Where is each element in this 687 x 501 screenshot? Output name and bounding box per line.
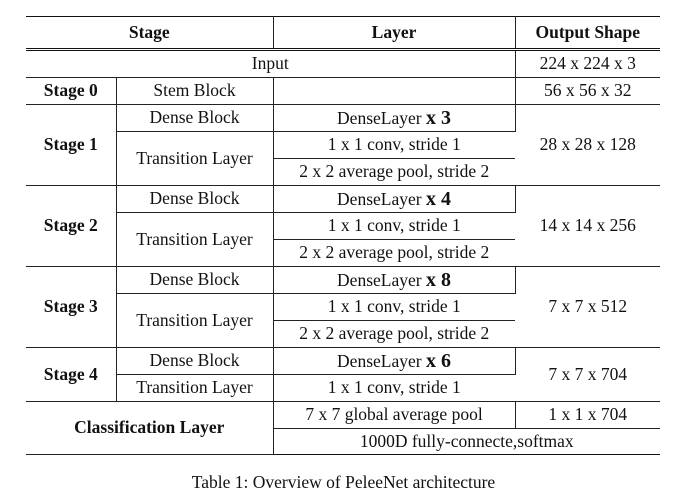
stage0-row: Stage 0 Stem Block 56 x 56 x 32: [26, 77, 661, 105]
stage2-conv: 1 x 1 conv, stride 1: [273, 212, 516, 240]
stage3-dense-multiplier: x 8: [425, 269, 451, 291]
classification-fc-row: 1000D fully-connecte,softmax: [26, 428, 661, 455]
stage4-dense-layer: DenseLayer x 6: [273, 347, 516, 375]
stage1-dense-block: Dense Block: [116, 104, 274, 132]
header-stage: Stage: [26, 16, 274, 51]
stage4-output: 7 x 7 x 704: [515, 347, 661, 402]
stage1-conv: 1 x 1 conv, stride 1: [273, 131, 516, 159]
stage4-dense-block: Dense Block: [116, 347, 274, 375]
stage0-layer: [273, 77, 516, 105]
stage3-transition-pool-row: 2 x 2 average pool, stride 2: [26, 320, 660, 348]
stage2-dense-block: Dense Block: [116, 185, 274, 213]
stage3-dense-layer-label: DenseLayer: [337, 270, 422, 290]
stage3-dense-layer: DenseLayer x 8: [273, 266, 516, 294]
stage3-transition-conv-row: Transition Layer 1 x 1 conv, stride 1: [26, 293, 660, 348]
stage1-name: Stage 1: [26, 104, 117, 186]
classification-pool: 7 x 7 global average pool: [273, 401, 516, 429]
stage2-transition-conv-row: Transition Layer 1 x 1 conv, stride 1: [26, 212, 660, 267]
stage3-pool: 2 x 2 average pool, stride 2: [273, 320, 516, 348]
stage0-name: Stage 0: [26, 77, 117, 105]
stage3-dense-row: Stage 3 Dense Block DenseLayer x 8 7 x 7…: [26, 266, 661, 348]
input-row: Input 224 x 224 x 3: [26, 49, 661, 78]
classification-pool-output: 1 x 1 x 704: [515, 401, 661, 429]
stage2-dense-layer: DenseLayer x 4: [273, 185, 516, 213]
stage1-transition-pool-row: 2 x 2 average pool, stride 2: [26, 158, 660, 186]
stage3-transition: Transition Layer: [116, 293, 274, 348]
stage3-conv: 1 x 1 conv, stride 1: [273, 293, 516, 321]
stage0-block: Stem Block: [116, 77, 274, 105]
stage2-dense-multiplier: x 4: [425, 188, 451, 210]
stage3-output: 7 x 7 x 512: [515, 266, 661, 348]
stage1-dense-layer: DenseLayer x 3: [273, 104, 516, 132]
input-output: 224 x 224 x 3: [515, 49, 661, 78]
stage4-dense-layer-label: DenseLayer: [337, 351, 422, 371]
stage2-pool: 2 x 2 average pool, stride 2: [273, 239, 516, 267]
stage4-name: Stage 4: [26, 347, 117, 402]
header-output-shape: Output Shape: [515, 16, 661, 51]
stage4-transition: Transition Layer: [116, 374, 274, 402]
header-row: Stage Layer Output Shape: [26, 16, 661, 51]
stage1-output: 28 x 28 x 128: [515, 104, 661, 186]
classification-name: Classification Layer: [26, 401, 274, 455]
stage2-name: Stage 2: [26, 185, 117, 267]
stage4-dense-row: Stage 4 Dense Block DenseLayer x 6 7 x 7…: [26, 347, 661, 402]
stage1-pool: 2 x 2 average pool, stride 2: [273, 158, 516, 186]
stage3-name: Stage 3: [26, 266, 117, 348]
stage1-transition-conv-row: Transition Layer 1 x 1 conv, stride 1: [26, 131, 660, 186]
table-caption: Table 1: Overview of PeleeNet architectu…: [191, 472, 496, 492]
header-layer: Layer: [273, 16, 516, 51]
stage4-dense-multiplier: x 6: [425, 350, 451, 372]
stage1-transition: Transition Layer: [116, 131, 274, 186]
stage2-output: 14 x 14 x 256: [515, 185, 661, 267]
stage1-dense-layer-label: DenseLayer: [337, 108, 422, 128]
stage2-transition: Transition Layer: [116, 212, 274, 267]
stage1-dense-row: Stage 1 Dense Block DenseLayer x 3 28 x …: [26, 104, 661, 186]
stage2-dense-layer-label: DenseLayer: [337, 189, 422, 209]
stage4-transition-row: Transition Layer 1 x 1 conv, stride 1: [26, 374, 660, 402]
stage1-dense-multiplier: x 3: [425, 107, 451, 129]
stage0-output: 56 x 56 x 32: [515, 77, 661, 105]
stage2-dense-row: Stage 2 Dense Block DenseLayer x 4 14 x …: [26, 185, 661, 267]
stage3-dense-block: Dense Block: [116, 266, 274, 294]
classification-pool-row: Classification Layer 7 x 7 global averag…: [26, 401, 661, 455]
stage2-transition-pool-row: 2 x 2 average pool, stride 2: [26, 239, 660, 267]
stage4-conv: 1 x 1 conv, stride 1: [273, 374, 516, 402]
input-label: Input: [26, 49, 516, 78]
architecture-table: Stage Layer Output Shape Input 224 x 224…: [26, 16, 661, 455]
classification-fc: 1000D fully-connecte,softmax: [273, 428, 661, 455]
